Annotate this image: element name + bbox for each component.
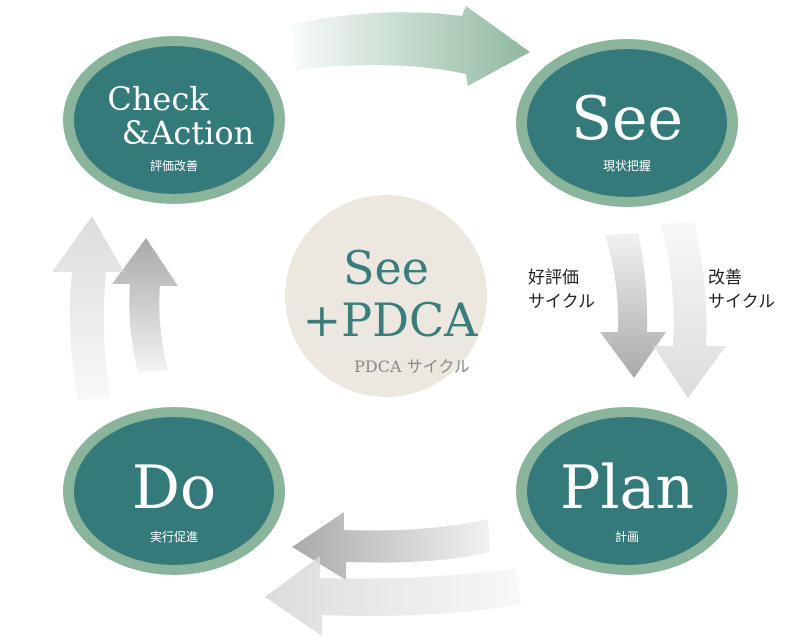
- center-subtitle: PDCA サイクル: [354, 357, 470, 376]
- center-title-line1: See: [343, 241, 429, 295]
- arrow-see-to-plan-dark: [600, 233, 666, 378]
- center-circle: [285, 195, 487, 397]
- node-check-action: Check &Action 評価改善: [63, 36, 285, 204]
- node-see: See 現状把握: [516, 39, 738, 207]
- label-improve-line2: サイクル: [708, 292, 775, 312]
- node-do-subtitle: 実行促進: [150, 529, 198, 544]
- center-title-line2: +PDCA: [303, 293, 479, 347]
- arrow-plan-to-do-light: [265, 556, 521, 636]
- node-plan-subtitle: 計画: [615, 529, 639, 544]
- label-improve-line1: 改善: [708, 268, 742, 288]
- node-check-title-line2: &Action: [122, 114, 254, 152]
- arrow-see-to-plan-light: [653, 222, 726, 398]
- arrow-plan-to-do-dark: [292, 512, 490, 580]
- label-good-eval-line2: サイクル: [528, 292, 595, 312]
- node-see-title: See: [571, 84, 683, 154]
- node-check-subtitle: 評価改善: [150, 158, 198, 173]
- node-check-fill: [74, 46, 274, 194]
- arrow-do-to-check-light: [52, 216, 124, 400]
- arrow-do-to-check-dark: [112, 238, 178, 372]
- node-plan-fill: [527, 417, 727, 565]
- node-plan: Plan 計画: [516, 407, 738, 575]
- label-good-eval-line1: 好評価: [528, 268, 579, 288]
- node-plan-title: Plan: [560, 453, 694, 523]
- node-do-fill: [74, 417, 274, 565]
- node-check-title-line1: Check: [107, 80, 209, 118]
- node-see-subtitle: 現状把握: [603, 158, 651, 173]
- node-see-fill: [527, 49, 727, 197]
- node-do-title: Do: [132, 453, 216, 523]
- node-do: Do 実行促進: [63, 407, 285, 575]
- arrow-check-to-see: [292, 6, 530, 86]
